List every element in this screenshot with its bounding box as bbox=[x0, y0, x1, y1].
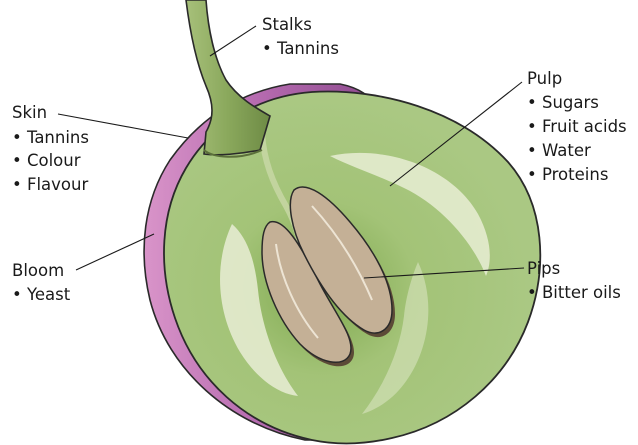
label-pips-item-1: • Bitter oils bbox=[527, 283, 621, 302]
leader-stalks bbox=[210, 26, 256, 56]
label-skin-title: Skin bbox=[12, 103, 47, 122]
label-stalks-title: Stalks bbox=[262, 15, 312, 34]
label-bloom-title: Bloom bbox=[12, 261, 64, 280]
label-pips-title: Pips bbox=[527, 259, 560, 278]
leader-bloom bbox=[76, 234, 154, 270]
label-pulp-item-4: • Proteins bbox=[527, 165, 608, 184]
label-skin-item-3: • Flavour bbox=[12, 175, 88, 194]
label-skin-item-1: • Tannins bbox=[12, 128, 89, 147]
label-skin-item-2: • Colour bbox=[12, 151, 81, 170]
label-stalks-item-1: • Tannins bbox=[262, 39, 339, 58]
label-pulp-item-1: • Sugars bbox=[527, 93, 599, 112]
label-pulp-title: Pulp bbox=[527, 69, 562, 88]
label-pulp-item-2: • Fruit acids bbox=[527, 117, 627, 136]
label-pulp-item-3: • Water bbox=[527, 141, 591, 160]
label-bloom-item-1: • Yeast bbox=[12, 285, 71, 304]
